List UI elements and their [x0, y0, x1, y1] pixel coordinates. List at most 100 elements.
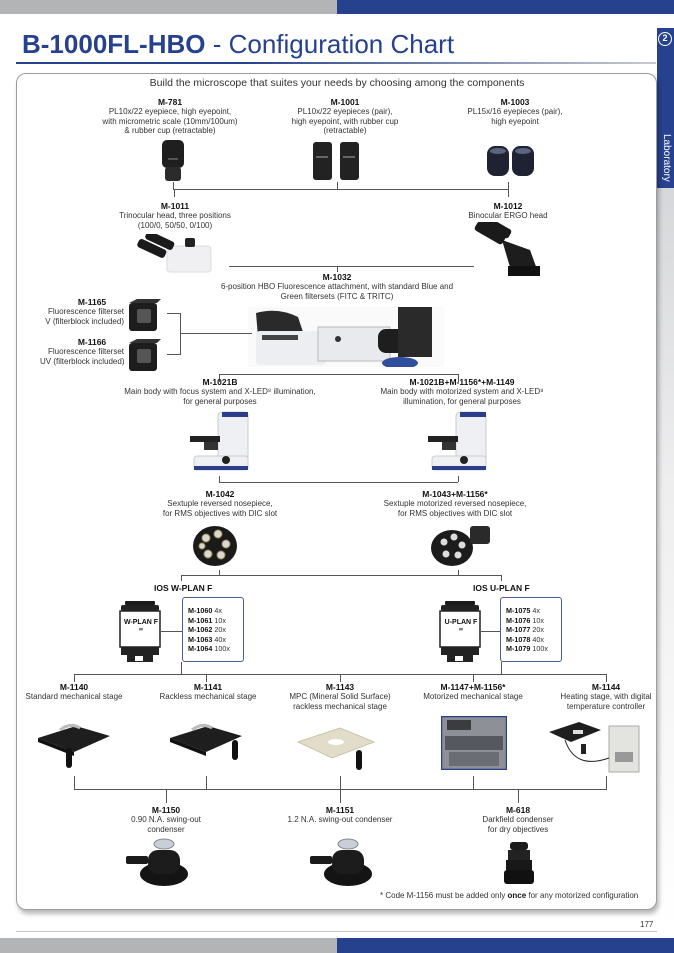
fluorescence-attachment-image — [248, 307, 444, 367]
eyepiece-m1001[interactable]: M-1001 PL10x/22 eyepieces (pair), high e… — [265, 97, 425, 136]
item-code: M-1032 — [322, 272, 352, 282]
objective-option[interactable]: M-1079 100x — [506, 644, 548, 654]
binocular-head-image — [474, 222, 540, 276]
item-desc: & rubber cup (retractable) — [124, 126, 216, 136]
objective-option[interactable]: M-1077 20x — [506, 625, 544, 635]
bottom-bar-gray — [0, 938, 337, 953]
eyepiece-m781[interactable]: M-781 PL10x/22 eyepiece, high eyepoint, … — [90, 97, 250, 136]
objective-option[interactable]: M-1061 10x — [188, 615, 226, 625]
item-code: M-1001 — [330, 97, 360, 107]
connector — [167, 313, 181, 314]
nosepiece-image — [193, 526, 237, 566]
stage-motorized-image — [441, 716, 507, 770]
item-code: M-1150 — [151, 805, 181, 815]
objective-option[interactable]: M-1078 40x — [506, 634, 544, 644]
filterset-m1166[interactable]: M-1166 Fluorescence filterset UV (filter… — [40, 337, 124, 366]
item-desc: V (filterblock included) — [45, 316, 124, 326]
item-desc: PL10x/22 eyepieces (pair), — [297, 107, 393, 117]
nosepiece-m1042[interactable]: M-1042 Sextuple reversed nosepiece, for … — [130, 489, 310, 518]
stage-black-image — [38, 723, 110, 768]
item-code: M-1144 — [591, 682, 621, 692]
objective-list-wplan: M-1060 4x M-1061 10x M-1062 20x M-1063 4… — [182, 597, 244, 662]
condenser-m1150[interactable]: M-1150 0.90 N.A. swing-out condenser — [106, 805, 226, 834]
connector — [337, 182, 338, 190]
item-desc: Trinocular head, three positions — [119, 211, 231, 221]
main-body-image — [190, 411, 249, 471]
section-tab[interactable]: 2 Laboratory — [657, 28, 674, 188]
filterset-m1165[interactable]: M-1165 Fluorescence filterset V (filterb… — [40, 297, 124, 326]
footnote: * Code M-1156 must be added only once fo… — [380, 891, 639, 900]
filter-cube-image — [129, 299, 161, 331]
connector — [508, 182, 509, 190]
connector — [167, 354, 181, 355]
item-desc: for RMS objectives with DIC slot — [397, 508, 513, 518]
stage-m1143[interactable]: M-1143 MPC (Mineral Solid Surface) rackl… — [280, 682, 400, 711]
objective-infinity-mark: ∞ — [458, 627, 464, 633]
objective-infinity-mark: ∞ — [138, 627, 144, 633]
connector — [337, 266, 338, 272]
item-code: M-1042 — [205, 489, 235, 499]
connector — [173, 189, 509, 190]
stage-m1141[interactable]: M-1141 Rackless mechanical stage — [148, 682, 268, 702]
trinocular-head-image — [137, 234, 212, 273]
item-code: M-1012 — [493, 201, 523, 211]
connector — [161, 631, 183, 632]
eyepiece-pair-image — [313, 142, 359, 180]
objective-option[interactable]: M-1063 40x — [188, 634, 226, 644]
connector — [606, 776, 607, 790]
connector — [206, 776, 207, 790]
connector — [606, 674, 607, 682]
item-desc: Rackless mechanical stage — [159, 692, 257, 702]
stage-m1144-heating[interactable]: M-1144 Heating stage, with digital tempe… — [548, 682, 664, 711]
item-desc: Standard mechanical stage — [25, 692, 123, 702]
connector — [458, 374, 459, 382]
page-title-text: - Configuration Chart — [205, 29, 455, 59]
body-m1021b[interactable]: M-1021B Main body with focus system and … — [110, 377, 330, 406]
section-tab-label: Laboratory — [661, 134, 672, 182]
objective-option[interactable]: M-1062 20x — [188, 625, 226, 635]
head-m1012[interactable]: M-1012 Binocular ERGO head — [448, 201, 568, 221]
objective-option[interactable]: M-1075 4x — [506, 606, 540, 615]
title-underline — [16, 62, 656, 64]
item-desc: Sextuple motorized reversed nosepiece, — [383, 499, 527, 509]
connector — [166, 789, 167, 803]
head-m1011[interactable]: M-1011 Trinocular head, three positions … — [100, 201, 250, 230]
item-desc: Binocular ERGO head — [468, 211, 548, 221]
connector — [501, 662, 502, 674]
item-code: M-1147+M-1156* — [440, 682, 506, 692]
connector — [340, 789, 341, 803]
condenser-m618-darkfield[interactable]: M-618 Darkfield condenser for dry object… — [468, 805, 568, 834]
page-rule — [16, 931, 657, 932]
connector — [473, 674, 474, 682]
item-desc: Main body with focus system and X-LED⁸ i… — [124, 387, 316, 397]
item-desc: (retractable) — [323, 126, 367, 136]
item-code: M-1021B+M-1156*+M-1149 — [409, 377, 515, 387]
item-desc: with micrometric scale (10mm/100um) — [102, 116, 238, 126]
stage-m1140[interactable]: M-1140 Standard mechanical stage — [14, 682, 134, 702]
item-desc: Green filtersets (FITC & TRITC) — [280, 291, 394, 301]
page-title: B-1000FL-HBO - Configuration Chart — [22, 28, 454, 60]
motorized-nosepiece-image — [431, 526, 490, 566]
side-shadow — [657, 188, 674, 928]
connector — [74, 776, 75, 790]
connector — [219, 482, 458, 483]
condenser-m1151[interactable]: M-1151 1.2 N.A. swing-out condenser — [270, 805, 410, 825]
item-code: M-1043+M-1156* — [422, 489, 488, 499]
objective-option[interactable]: M-1064 100x — [188, 644, 230, 654]
connector — [508, 189, 509, 197]
body-m1021b-motorized[interactable]: M-1021B+M-1156*+M-1149 Main body with mo… — [352, 377, 572, 406]
item-code: M-781 — [157, 97, 183, 107]
item-code: M-1165 — [77, 297, 107, 307]
eyepiece-m1003[interactable]: M-1003 PL15x/16 eyepieces (pair), high e… — [440, 97, 590, 126]
page-number: 177 — [640, 920, 654, 929]
fluorescence-m1032[interactable]: M-1032 6-position HBO Fluorescence attac… — [210, 272, 464, 301]
stage-m1147-motorized[interactable]: M-1147+M-1156* Motorized mechanical stag… — [418, 682, 528, 702]
objective-option[interactable]: M-1076 10x — [506, 615, 544, 625]
item-code: M-1003 — [500, 97, 530, 107]
connector — [501, 575, 502, 581]
stage-beige-image — [296, 727, 376, 770]
objective-option[interactable]: M-1060 4x — [188, 606, 222, 615]
connector — [458, 570, 459, 576]
item-code: M-1140 — [59, 682, 89, 692]
nosepiece-m1043-motorized[interactable]: M-1043+M-1156* Sextuple motorized revers… — [375, 489, 535, 518]
